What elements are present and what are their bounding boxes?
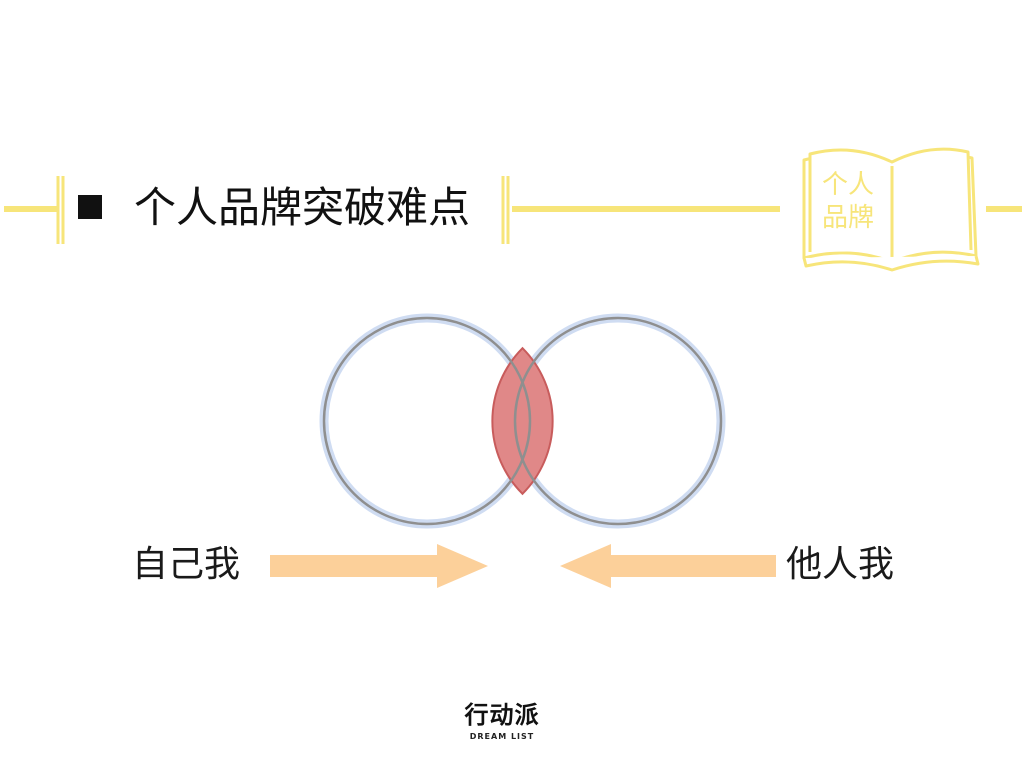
logo-subtext: DREAM LIST	[469, 732, 535, 741]
page-title: 个人品牌突破难点	[134, 183, 471, 232]
other-label: 他人我	[786, 544, 895, 585]
self-label: 自己我	[132, 544, 241, 585]
header-rule	[4, 176, 1022, 244]
venn-diagram	[319, 313, 726, 529]
overlap-region	[491, 346, 554, 496]
arrow-right	[270, 544, 488, 588]
right-circle-other	[513, 316, 723, 526]
open-book-icon	[802, 147, 980, 272]
logo-text: 行动派	[464, 701, 540, 729]
book-label-line2: 品牌	[822, 203, 875, 233]
book-label-line1: 个人	[822, 170, 875, 200]
left-circle-self	[322, 316, 532, 526]
arrow-left	[560, 544, 776, 588]
title-bullet	[78, 195, 102, 219]
